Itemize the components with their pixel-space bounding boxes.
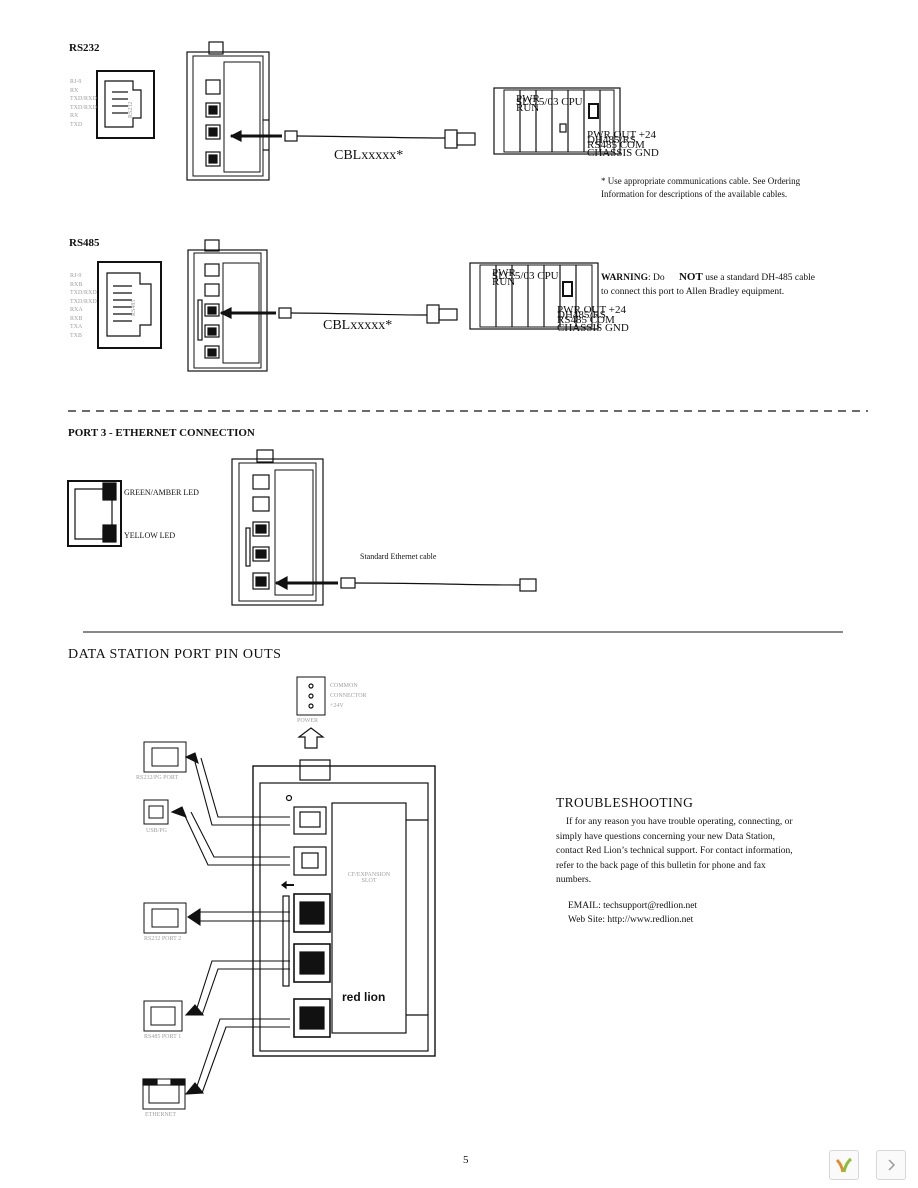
rs485-cable-label: CBLxxxxx* <box>323 318 393 333</box>
rs232-cable-label: CBLxxxxx* <box>334 148 404 163</box>
rs485-plc-right: PWR OUT +24 DH485/RS RS485 COM CHASSIS G… <box>557 304 629 334</box>
viewer-logo-icon <box>835 1157 852 1173</box>
rs232-plc-labels: PWR SLC 5/03 CPU RUN <box>516 93 583 114</box>
ethernet-port-label: ETHERNET <box>145 1112 176 1118</box>
support-email: EMAIL: techsupport@redlion.net <box>568 901 698 911</box>
chevron-right-icon <box>888 1159 896 1171</box>
pinouts-heading: DATA STATION PORT PIN OUTS <box>68 647 282 662</box>
rs485-plc-labels: PWR SLC 5/03 CPU RUN <box>492 267 559 288</box>
next-page-button[interactable] <box>876 1150 906 1180</box>
troubleshooting-body: If for any reason you have trouble opera… <box>556 817 793 885</box>
page-number: 5 <box>463 1154 469 1166</box>
rs232-jack-label: RS232 <box>128 101 134 118</box>
red-lion-logo: red lion <box>342 990 386 1004</box>
rs485-jack-label: RS485 <box>131 299 137 316</box>
rs485-heading: RS485 <box>69 237 100 249</box>
viewer-logo-button[interactable] <box>829 1150 859 1180</box>
rs485-warning: WARNING: Do NOT use a standard DH-485 ca… <box>601 271 815 297</box>
yellow-led-label: YELLOW LED <box>124 531 176 540</box>
rs232-note: * Use appropriate communications cable. … <box>601 176 801 199</box>
usb-pg-label: USB/PG <box>146 828 168 834</box>
green-amber-led-label: GREEN/AMBER LED <box>124 488 199 497</box>
rs232-pg-label: RS232/PG PORT <box>136 775 179 781</box>
support-website: Web Site: http://www.redlion.net <box>568 915 694 925</box>
troubleshooting-title: TROUBLESHOOTING <box>556 795 694 810</box>
power-label: POWER <box>297 718 318 724</box>
rs232-heading: RS232 <box>69 42 100 54</box>
cf-slot-label: CF/EXPANSION SLOT <box>347 872 391 884</box>
rs485-port1-label: RS485 PORT 1 <box>144 1034 182 1040</box>
port3-heading: PORT 3 - ETHERNET CONNECTION <box>68 427 255 439</box>
ethernet-cable-label: Standard Ethernet cable <box>360 552 437 561</box>
rs232-port2-label: RS232 PORT 2 <box>144 936 182 942</box>
rs232-plc-right: PWR OUT +24 DH485/RS RS485 COM CHASSIS G… <box>587 129 659 159</box>
